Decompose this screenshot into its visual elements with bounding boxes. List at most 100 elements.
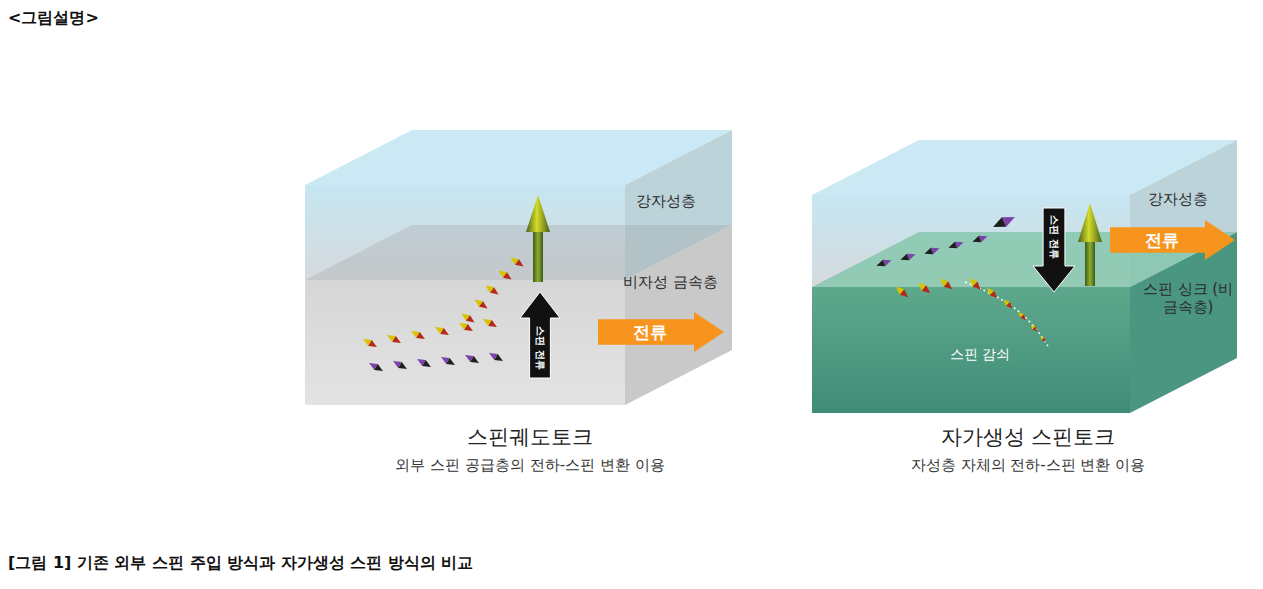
spin-marker <box>894 284 911 300</box>
arrow-label: 전류 <box>633 322 667 342</box>
spin-marker <box>971 233 988 245</box>
spin-marker <box>875 257 892 269</box>
spin-current-arrow: 스핀 전류 <box>520 292 560 378</box>
left-slab <box>305 130 732 405</box>
spin-head <box>971 236 981 245</box>
spin-head <box>479 301 490 311</box>
spin-marker <box>487 350 504 364</box>
arrow-outline <box>1110 220 1235 260</box>
spin-head <box>446 358 456 368</box>
spin-markers <box>361 212 1047 374</box>
spin-head <box>470 356 480 366</box>
arrow-outline <box>1033 208 1075 292</box>
arrow-shaft <box>1085 240 1095 286</box>
spin-current-arrow: 스핀 전류 <box>1033 208 1075 292</box>
ferromagnet-layer: 스핀 전류 전류 강자성층 <box>812 140 1237 287</box>
spin-head <box>464 324 474 334</box>
spin-marker <box>985 286 1000 301</box>
panel-heading: 스핀궤도토크 <box>330 425 730 450</box>
charge-current-arrow: 전류 <box>1110 220 1235 260</box>
layer-label: 스핀 싱크 (비금속층) <box>1142 280 1234 316</box>
layer-label: 강자성층 <box>1148 190 1208 208</box>
spin-marker <box>496 268 513 283</box>
spin-marker <box>433 324 450 338</box>
spin-marker <box>991 212 1017 232</box>
ferromagnet-layer: 강자성층 <box>305 130 732 280</box>
spin-head <box>374 364 384 374</box>
spin-head <box>922 285 933 296</box>
right-slab <box>812 140 1237 413</box>
spin-head <box>973 282 984 293</box>
nonmagnetic-metal-layer: 스핀 전류전류비자성 금속층 <box>305 225 732 405</box>
interface-plane <box>305 225 732 280</box>
spin-marker <box>481 316 498 330</box>
spin-marker <box>967 276 983 292</box>
spin-marker <box>361 336 378 350</box>
spin-head <box>1020 314 1027 321</box>
spin-marker <box>385 332 402 346</box>
spin-head <box>1042 338 1047 343</box>
panel-heading: 자가생성 스핀토크 <box>828 425 1228 450</box>
spin-marker <box>947 239 964 251</box>
spin-marker <box>1001 297 1014 310</box>
spin-marker <box>1016 310 1027 321</box>
spin-marker <box>923 245 940 257</box>
spin-head <box>899 254 909 263</box>
spin-marker <box>899 251 916 263</box>
spin-head <box>900 289 911 300</box>
spin-marker <box>508 255 525 270</box>
spin-head <box>503 272 514 282</box>
arrow-head <box>1078 203 1102 242</box>
spin-marker <box>459 311 476 326</box>
spin-marker <box>439 354 456 368</box>
figure-caption: [그림 1] 기존 외부 스핀 주입 방식과 자가생성 스핀 방식의 비교 <box>8 553 473 572</box>
figure-title: <그림설명> <box>8 8 99 27</box>
spin-marker <box>472 297 489 312</box>
spin-head <box>1033 327 1039 333</box>
charge-current-arrow: 전류 <box>598 312 724 352</box>
spin-marker <box>409 328 426 342</box>
spin-head <box>515 259 526 269</box>
spin-head <box>466 315 477 325</box>
spin-head <box>990 291 1000 301</box>
spin-head <box>490 287 501 297</box>
arrow-label: 스핀 전류 <box>1048 215 1060 258</box>
spin-head <box>398 362 408 372</box>
spin-head <box>494 354 504 364</box>
spin-marker <box>391 358 408 372</box>
spin-marker <box>1029 323 1039 333</box>
sink-front <box>812 287 1130 413</box>
decay-label: 스핀 감쇠 <box>950 346 1010 363</box>
spin-marker <box>1039 335 1047 343</box>
arrow-shaft <box>533 230 543 282</box>
spin-head <box>991 217 1006 232</box>
spin-marker <box>415 356 432 370</box>
spin-head <box>392 336 402 346</box>
spin-head <box>1006 302 1014 310</box>
spin-marker <box>483 283 500 298</box>
magnetization-arrow <box>526 195 550 282</box>
spin-marker <box>463 352 480 366</box>
arrow-outline <box>598 312 724 352</box>
decay-path <box>965 282 1048 346</box>
panel-subheading: 외부 스핀 공급층의 전하-스핀 변환 이용 <box>330 456 730 474</box>
arrow-label: 스핀 전류 <box>534 326 546 369</box>
magnetization-arrow <box>1078 203 1102 286</box>
spin-head <box>923 248 933 257</box>
spin-marker <box>938 276 955 292</box>
panel-subheading: 자성층 자체의 전하-스핀 변환 이용 <box>828 456 1228 474</box>
spin-head <box>488 320 498 330</box>
arrow-head <box>526 195 550 232</box>
spin-head <box>947 242 957 251</box>
spin-marker <box>916 280 933 296</box>
spin-head <box>416 332 426 342</box>
spin-sink-layer: 스핀 싱크 (비금속층) <box>812 232 1237 413</box>
layer-label: 강자성층 <box>636 192 696 210</box>
spin-head <box>368 340 378 350</box>
spin-head <box>944 281 955 292</box>
spin-marker <box>367 360 384 374</box>
spin-head <box>875 260 885 269</box>
spin-head <box>422 360 432 370</box>
